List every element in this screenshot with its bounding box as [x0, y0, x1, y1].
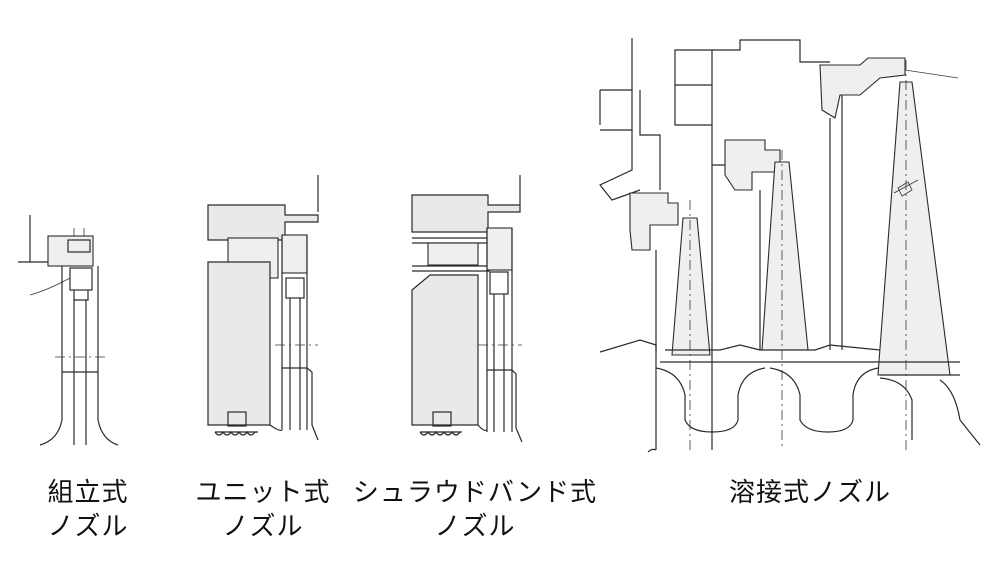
caption-shroud-band-nozzle: シュラウドバンド式 ノズル — [350, 476, 600, 544]
caption-line-2: ノズル — [47, 512, 129, 542]
caption-line-2: ノズル — [434, 512, 516, 542]
caption-assembled-nozzle: 組立式 ノズル — [30, 476, 146, 544]
caption-line-1: ユニット式 — [195, 478, 331, 508]
caption-welded-nozzle: 溶接式ノズル — [710, 476, 910, 510]
caption-unit-nozzle: ユニット式 ノズル — [188, 476, 338, 544]
caption-line-1: 溶接式ノズル — [728, 478, 891, 508]
assembled-nozzle-diagram — [18, 215, 119, 446]
caption-line-2: ノズル — [222, 512, 304, 542]
caption-line-1: 組立式 — [47, 478, 129, 508]
welded-nozzle-diagram — [599, 38, 981, 453]
unit-nozzle-diagram — [207, 175, 319, 441]
shroud-band-nozzle-diagram — [411, 175, 523, 443]
caption-line-1: シュラウドバンド式 — [352, 478, 598, 508]
